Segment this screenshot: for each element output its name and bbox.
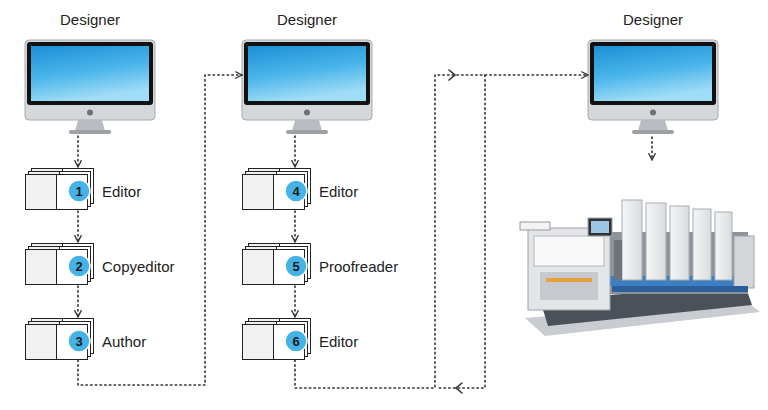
document-stack: Editor4: [242, 168, 312, 210]
document-stack: Editor6: [242, 318, 312, 360]
shape-part: [693, 209, 711, 280]
shape-part: [31, 46, 149, 101]
loop-line: [437, 75, 485, 388]
shape-part: [594, 46, 712, 101]
shape-part: [528, 228, 610, 310]
shape-part: [26, 250, 56, 284]
flow-connector: [294, 211, 296, 242]
shape-part: [591, 221, 609, 233]
step-number-badge: 2: [67, 254, 91, 278]
role-label: Designer: [222, 11, 392, 29]
shape-part: [540, 272, 598, 300]
step-label: Editor: [102, 183, 222, 201]
shape-part: [244, 42, 370, 105]
shape-part: [285, 180, 307, 202]
shape-part: [622, 200, 642, 280]
step-label: Editor: [319, 333, 439, 351]
shape-part: [304, 110, 310, 116]
printing-press: [520, 200, 760, 336]
shape-part: [68, 255, 90, 277]
flow-connector: [77, 211, 79, 242]
shape-part: [75, 120, 105, 131]
step-number-badge: 5: [284, 254, 308, 278]
step-number: 4: [284, 179, 308, 203]
designer-monitor-shape: [25, 40, 155, 135]
designer-monitor: Designer: [242, 40, 372, 135]
shape-part: [56, 250, 57, 285]
document-stack: Editor1: [25, 168, 95, 210]
designer-monitor-shape: [588, 40, 718, 135]
designer-monitor: Designer: [588, 40, 718, 135]
shape-part: [285, 255, 307, 277]
shape-part: [715, 212, 732, 280]
shape-part: [25, 40, 155, 120]
step-number-badge: 1: [67, 179, 91, 203]
step-number-badge: 3: [67, 329, 91, 353]
shape-part: [26, 175, 56, 209]
shape-part: [248, 46, 366, 101]
document-stack: Proofreader5: [242, 243, 312, 285]
press-arrow: [651, 137, 653, 160]
shape-part: [273, 250, 274, 285]
shape-part: [612, 286, 748, 292]
step-number: 5: [284, 254, 308, 278]
shape-part: [614, 240, 622, 280]
step-number-badge: 4: [284, 179, 308, 203]
step-label: Proofreader: [319, 258, 439, 276]
shape-part: [56, 175, 57, 210]
shape-part: [68, 330, 90, 352]
shape-part: [632, 130, 674, 134]
shape-part: [243, 325, 273, 359]
flow-connector: [294, 136, 296, 167]
shape-part: [670, 206, 689, 280]
step-number: 1: [67, 179, 91, 203]
role-label: Designer: [568, 11, 738, 29]
shape-part: [292, 120, 322, 131]
shape-part: [26, 325, 56, 359]
shape-part: [68, 180, 90, 202]
shape-part: [650, 110, 656, 116]
step-label: Copyeditor: [102, 258, 222, 276]
shape-part: [243, 250, 273, 284]
shape-part: [534, 236, 604, 266]
shape-part: [546, 278, 592, 282]
shape-part: [243, 175, 273, 209]
step-label: Author: [102, 333, 222, 351]
step-number-badge: 6: [284, 329, 308, 353]
shape-part: [56, 325, 57, 360]
shape-part: [273, 175, 274, 210]
flow-connector: [77, 286, 79, 317]
step-number: 3: [67, 329, 91, 353]
flow-connector: [77, 136, 79, 167]
shape-part: [87, 110, 93, 116]
shape-part: [242, 40, 372, 120]
flow-connector: [295, 75, 588, 388]
step-label: Editor: [319, 183, 439, 201]
loop-arrowhead: [449, 70, 455, 80]
shape-part: [638, 120, 668, 131]
designer-monitor-shape: [242, 40, 372, 135]
loop-arrowhead: [456, 383, 462, 393]
step-number: 2: [67, 254, 91, 278]
flow-connector: [294, 286, 296, 317]
designer-monitor: Designer: [25, 40, 155, 135]
flow-connector: [78, 75, 242, 385]
shape-part: [285, 330, 307, 352]
shape-part: [588, 218, 612, 236]
shape-part: [27, 42, 153, 105]
shape-part: [286, 130, 328, 134]
shape-part: [590, 42, 716, 105]
shape-part: [646, 203, 666, 280]
shape-part: [520, 222, 550, 230]
role-label: Designer: [5, 11, 175, 29]
document-stack: Author3: [25, 318, 95, 360]
shape-part: [734, 236, 754, 288]
shape-part: [588, 40, 718, 120]
document-stack: Copyeditor2: [25, 243, 95, 285]
shape-part: [69, 130, 111, 134]
step-number: 6: [284, 329, 308, 353]
shape-part: [273, 325, 274, 360]
